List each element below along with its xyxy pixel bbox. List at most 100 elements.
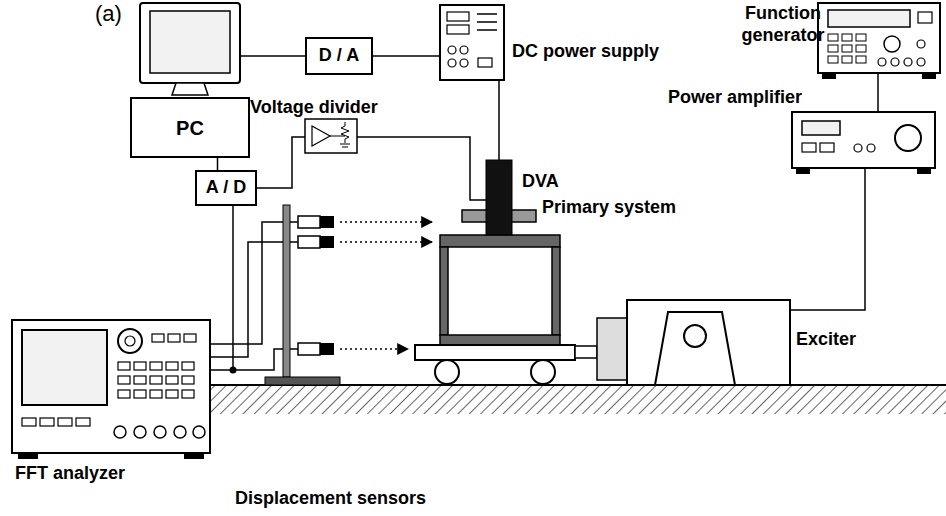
voltage-divider-symbol xyxy=(330,136,345,137)
dc-power-supply xyxy=(448,59,456,67)
dc-power-supply xyxy=(477,29,497,31)
function-generator xyxy=(842,56,852,63)
pc-monitor xyxy=(140,3,240,83)
exciter xyxy=(575,300,790,385)
power-amplifier xyxy=(867,144,875,152)
box-label: PC xyxy=(130,97,250,158)
power-amplifier xyxy=(917,168,931,174)
function-generator xyxy=(917,58,925,66)
dc-power-supply xyxy=(478,58,492,67)
fft-analyzer xyxy=(166,362,178,370)
function-generator xyxy=(856,56,866,63)
dc-power-supply xyxy=(440,5,504,80)
primary-system xyxy=(415,235,575,384)
pc-monitor xyxy=(140,3,240,95)
fft-analyzer xyxy=(182,376,194,384)
function-generator xyxy=(884,36,900,52)
power-amplifier xyxy=(854,144,862,152)
ground-hatch xyxy=(185,386,946,414)
fft-analyzer xyxy=(12,320,210,459)
dc-power-supply xyxy=(440,5,504,80)
function-generator xyxy=(822,73,836,79)
dc-power-supply xyxy=(460,46,468,54)
measurement-beam xyxy=(340,221,432,223)
sensor-stand xyxy=(265,205,340,385)
fft-analyzer xyxy=(154,426,166,438)
converter-box: D / A xyxy=(305,37,373,75)
fft-analyzer xyxy=(58,418,72,426)
displacement-sensor xyxy=(320,236,334,248)
fft-analyzer xyxy=(118,376,130,384)
fft-analyzer xyxy=(150,390,162,398)
exciter xyxy=(627,300,790,385)
fft-analyzer xyxy=(152,334,164,342)
primary-system xyxy=(440,335,560,345)
sensor-stand xyxy=(265,377,340,385)
fft-analyzer xyxy=(118,329,142,353)
displacement-sensor xyxy=(298,236,320,248)
power-amplifier xyxy=(792,112,935,174)
fft-analyzer xyxy=(18,453,38,459)
fft-analyzer xyxy=(12,320,210,453)
function-generator xyxy=(828,45,838,52)
measurement-beam xyxy=(340,241,432,243)
power-amplifier xyxy=(895,125,921,151)
exciter xyxy=(597,318,627,380)
displacement-sensor xyxy=(320,216,334,228)
voltage-divider-symbol xyxy=(305,119,357,153)
fft-analyzer xyxy=(134,376,146,384)
fft-analyzer xyxy=(134,362,146,370)
exciter xyxy=(575,346,597,358)
function-generator xyxy=(917,40,925,48)
measurement-beam xyxy=(340,348,408,350)
signal-wire xyxy=(257,137,305,188)
voltage-divider-symbol xyxy=(340,144,350,145)
dc-power-supply xyxy=(448,46,456,54)
power-amplifier xyxy=(796,168,810,174)
pc-monitor xyxy=(172,83,208,95)
function-generator xyxy=(842,34,852,41)
fft-analyzer xyxy=(76,418,90,426)
sensor-stand xyxy=(283,205,290,377)
wire-junction xyxy=(230,367,237,374)
pc-monitor xyxy=(150,11,230,73)
displacement-sensor xyxy=(320,343,334,355)
power-amplifier xyxy=(802,121,840,135)
primary-system xyxy=(440,247,448,335)
voltage-divider-symbol xyxy=(305,119,357,153)
voltage-divider-symbol xyxy=(341,122,349,143)
ground-hatch xyxy=(185,385,946,414)
fft-analyzer xyxy=(182,390,194,398)
panel-label: (a) xyxy=(95,3,122,25)
device-label: FFT analyzer xyxy=(15,462,125,484)
measurement-beam xyxy=(340,222,432,349)
voltage-divider-symbol xyxy=(342,147,348,148)
device-label: DC power supply xyxy=(512,40,659,62)
fft-analyzer xyxy=(168,334,180,342)
signal-wire xyxy=(877,73,879,112)
function-generator xyxy=(828,34,838,41)
primary-system xyxy=(531,360,555,384)
device-label: Power amplifier xyxy=(668,86,802,108)
function-generator xyxy=(828,56,838,63)
primary-system xyxy=(435,360,459,384)
voltage-divider-symbol xyxy=(312,126,330,146)
device-label: Function generator xyxy=(728,2,838,46)
fft-analyzer xyxy=(118,390,130,398)
power-amplifier xyxy=(820,143,834,152)
signal-connector xyxy=(240,55,305,57)
fft-analyzer xyxy=(118,362,130,370)
function-generator xyxy=(878,58,886,66)
primary-system xyxy=(552,247,560,335)
fft-analyzer xyxy=(134,390,146,398)
fft-analyzer xyxy=(125,336,135,346)
fft-analyzer xyxy=(182,362,194,370)
dc-power-supply xyxy=(477,21,497,23)
fft-analyzer xyxy=(166,376,178,384)
dc-power-supply xyxy=(460,59,468,67)
device-label: Voltage divider xyxy=(250,96,378,118)
function-generator xyxy=(842,45,852,52)
fft-analyzer xyxy=(166,390,178,398)
